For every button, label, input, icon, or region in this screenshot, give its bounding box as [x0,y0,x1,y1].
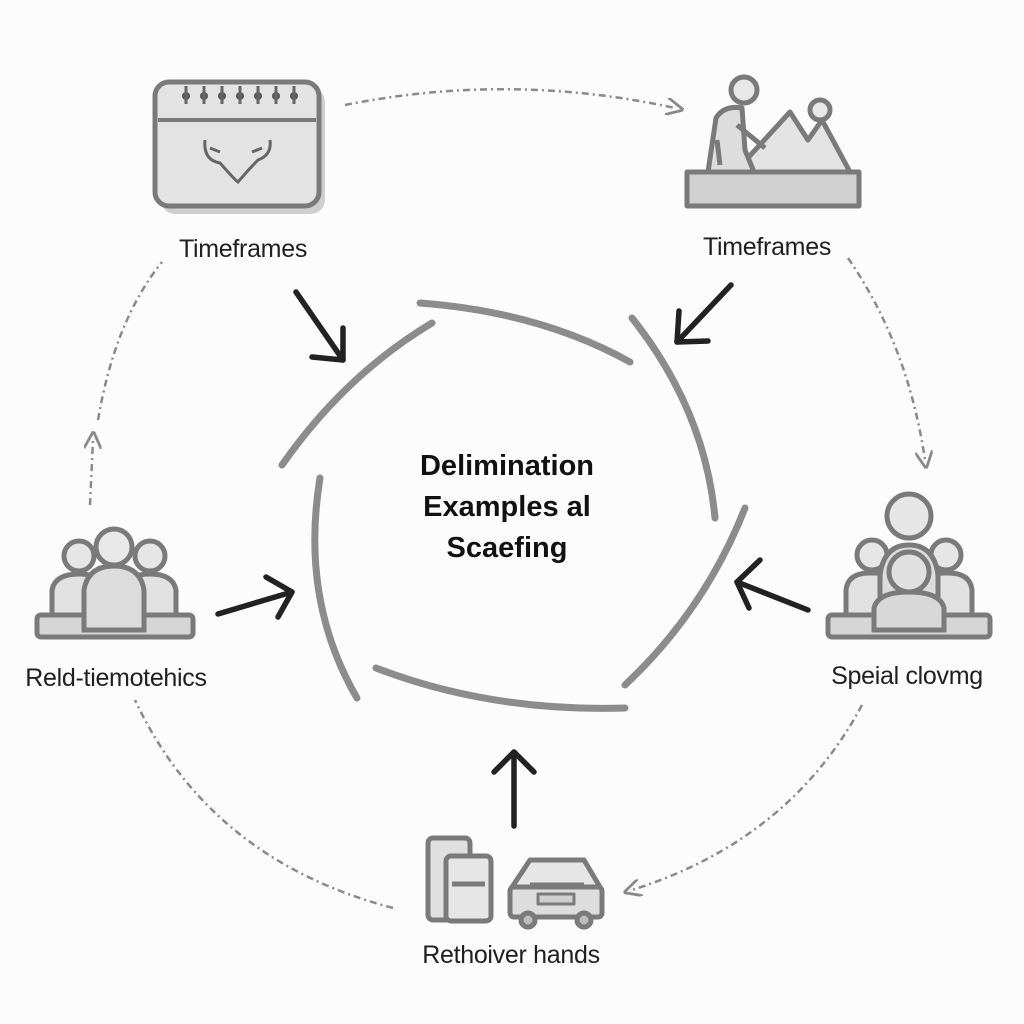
dashed-line-bottom-left [133,699,394,910]
center-title: Delimination Examples al Scaefing [420,446,594,569]
arrow-bottom [491,749,537,829]
dashed-arrow-left [90,440,93,506]
ring-arc-top [416,299,634,366]
node-label-top-left: Timeframes [178,235,308,263]
calendar-icon [152,79,325,214]
inward-arrows [215,282,811,829]
luggage-car-icon [425,835,605,930]
dashed-arrow-bottom-right [632,704,864,890]
ring-arc-left [311,474,361,702]
ring-arc-top-left [278,319,436,469]
arrow-top-left [293,289,346,363]
group-icon-right [825,491,993,640]
arrow-left [215,574,295,620]
node-label-top-right: Timeframes [702,233,832,261]
ring-arc-bottom [372,664,629,712]
center-title-line2: Examples al [423,491,591,523]
arrow-top-right [674,282,734,345]
dashed-connectors [90,87,925,910]
dashed-arrow-right [846,257,925,460]
central-ring [278,299,749,712]
node-label-left: Reld-tiemotehics [25,664,207,692]
ring-arc-top-right [628,314,719,522]
ring-arc-right [621,504,749,689]
center-title-line1: Delimination [419,450,595,482]
dashed-line-left [96,261,163,421]
group-icon-left [34,526,196,640]
landscape-person-icon [684,74,862,209]
center-title-line3: Scaefing [446,532,568,564]
node-label-right: Speial clovmg [831,662,983,690]
dashed-arrow-top [344,87,675,108]
arrow-right [734,557,811,613]
node-label-bottom: Rethoiver hands [422,941,600,969]
